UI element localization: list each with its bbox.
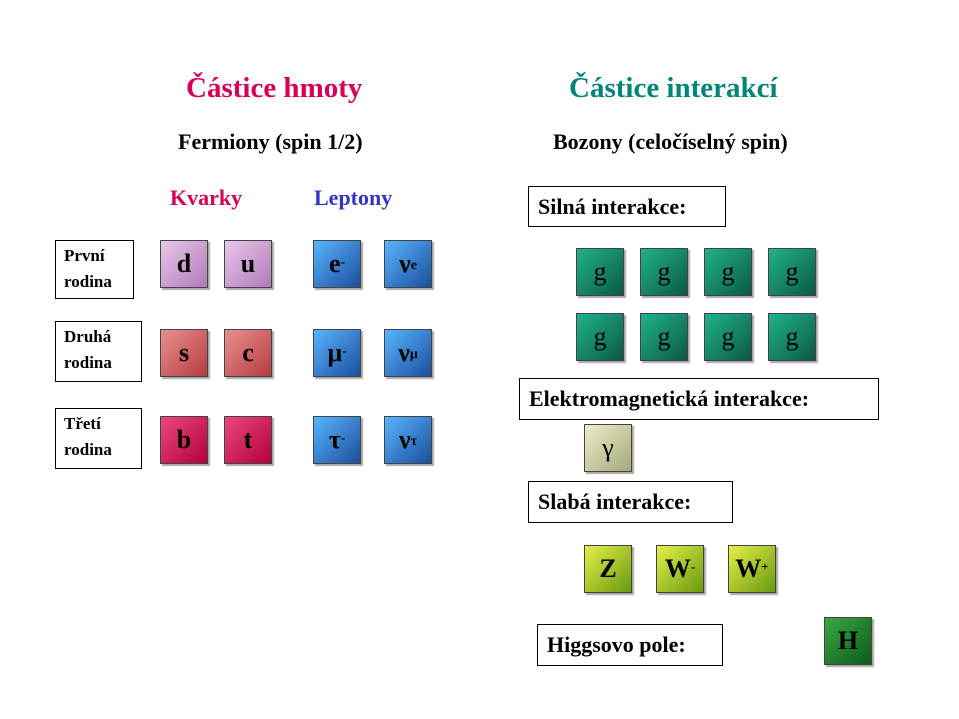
quark-d-tile: d (160, 240, 208, 288)
quark-b-tile: b (160, 416, 208, 464)
interaction-particles-title: Částice interakcí (569, 72, 778, 104)
strong-interaction-label: Silná interakce: (528, 186, 726, 227)
symbol-base: ν (399, 249, 411, 278)
fermions-subtitle: Fermiony (spin 1/2) (178, 129, 363, 154)
symbol-base: e (329, 249, 341, 278)
gluon-tile: g (576, 248, 624, 296)
symbol-base: W (735, 554, 762, 583)
symbol-superscript: - (340, 254, 345, 269)
gluon-tile: g (640, 248, 688, 296)
symbol-base: W (664, 554, 691, 583)
gluon-tile: g (704, 248, 752, 296)
matter-particles-title: Částice hmoty (186, 72, 363, 104)
family-label-line: rodina (64, 272, 112, 291)
lepton-muon-tile: μ- (313, 329, 361, 377)
gluon-tile: g (768, 313, 816, 361)
family-label-line: Druhá (64, 327, 112, 346)
family-label-line: První (64, 246, 105, 265)
symbol-superscript: + (761, 559, 769, 574)
family-label-first: První rodina (55, 240, 134, 299)
symbol-superscript: - (342, 343, 347, 358)
gluon-tile: g (576, 313, 624, 361)
w-plus-boson-tile: W+ (728, 545, 776, 593)
weak-interaction-label: Slabá interakce: (528, 481, 733, 523)
w-minus-boson-tile: W- (656, 545, 704, 593)
higgs-boson-tile: H (824, 617, 872, 665)
symbol-base: μ (327, 338, 343, 367)
gluon-tile: g (640, 313, 688, 361)
symbol-base: τ (328, 425, 341, 454)
gluon-tile: g (768, 248, 816, 296)
lepton-tau-tile: τ- (313, 416, 361, 464)
higgs-field-label: Higgsovo pole: (537, 624, 723, 666)
gluon-tile: g (704, 313, 752, 361)
z-boson-tile: Z (584, 545, 632, 593)
symbol-superscript: - (340, 430, 346, 445)
photon-tile: γ (584, 424, 632, 472)
family-label-third: Třetí rodina (55, 408, 142, 469)
family-label-line: Třetí (64, 414, 101, 433)
family-label-line: rodina (64, 440, 112, 459)
lepton-electron-tile: e- (313, 240, 361, 288)
quark-s-tile: s (160, 329, 208, 377)
family-label-line: rodina (64, 353, 112, 372)
em-interaction-label: Elektromagnetická interakce: (519, 378, 879, 420)
symbol-subscript: μ (409, 347, 418, 362)
bosons-subtitle: Bozony (celočíselný spin) (553, 129, 788, 154)
leptons-heading: Leptony (314, 185, 393, 210)
quark-u-tile: u (224, 240, 272, 288)
symbol-superscript: - (690, 559, 696, 574)
quark-t-tile: t (224, 416, 272, 464)
symbol-base: ν (398, 338, 410, 367)
quark-c-tile: c (224, 329, 272, 377)
symbol-subscript: τ (410, 434, 418, 449)
symbol-subscript: e (410, 258, 417, 273)
symbol-base: ν (398, 425, 411, 454)
family-label-second: Druhá rodina (55, 321, 142, 382)
quarks-heading: Kvarky (170, 185, 243, 210)
